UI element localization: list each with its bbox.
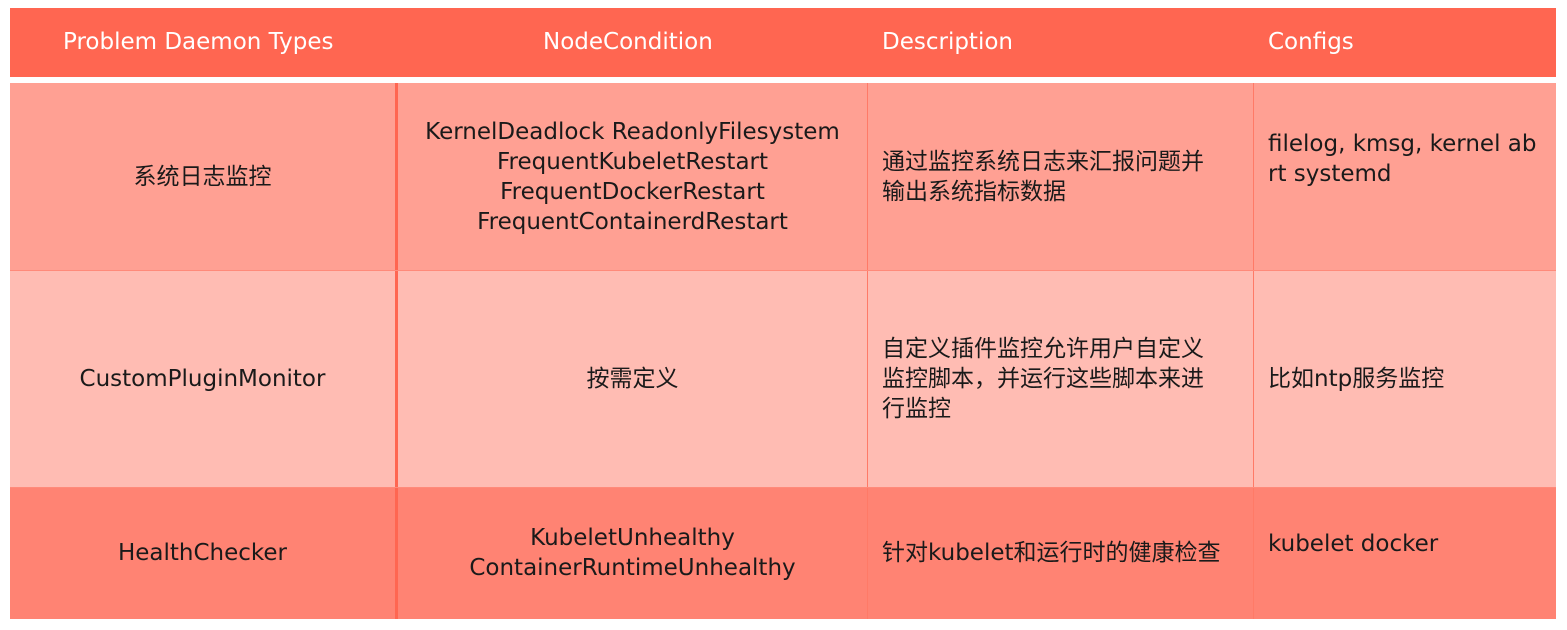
cell-description: 通过监控系统日志来汇报问题并 输出系统指标数据 (867, 83, 1253, 270)
cell-type-text: HealthChecker (117, 540, 288, 566)
cell-configs: 比如ntp服务监控 (1253, 270, 1556, 487)
header-configs: Configs (1268, 29, 1354, 55)
cell-condition-text: 按需定义 (586, 365, 679, 392)
cell-type: HealthChecker (10, 487, 395, 619)
column-divider (867, 83, 868, 619)
problem-daemon-table: Problem Daemon Types NodeCondition Descr… (10, 8, 1556, 619)
cell-description-text: 针对kubelet和运行时的健康检查 (882, 540, 1221, 566)
cell-type-text: 系统日志监控 (133, 163, 272, 190)
cell-condition-text: KubeletUnhealthy ContainerRuntimeUnhealt… (469, 525, 796, 581)
cell-condition: KubeletUnhealthy ContainerRuntimeUnhealt… (398, 487, 867, 619)
cell-configs-text: filelog, kmsg, kernel abrt systemd (1268, 131, 1537, 187)
table-row: CustomPluginMonitor 按需定义 自定义插件监控允许用户自定义 … (10, 270, 1556, 487)
header-problem-daemon-types: Problem Daemon Types (63, 29, 334, 55)
header-node-condition: NodeCondition (543, 29, 713, 55)
cell-configs-text: kubelet docker (1268, 531, 1439, 557)
column-divider (1253, 83, 1254, 619)
row-divider (10, 487, 1556, 488)
table-header: Problem Daemon Types NodeCondition Descr… (10, 8, 1556, 77)
header-description: Description (882, 29, 1013, 55)
cell-type: CustomPluginMonitor (10, 270, 395, 487)
header-separator (10, 77, 1556, 83)
cell-type: 系统日志监控 (10, 83, 395, 270)
table-row: HealthChecker KubeletUnhealthy Container… (10, 487, 1556, 619)
cell-description: 针对kubelet和运行时的健康检查 (867, 487, 1253, 619)
cell-description-text: 通过监控系统日志来汇报问题并 输出系统指标数据 (882, 148, 1204, 205)
cell-type-text: CustomPluginMonitor (79, 365, 326, 392)
cell-description: 自定义插件监控允许用户自定义 监控脚本，并运行这些脚本来进 行监控 (867, 270, 1253, 487)
cell-description-text: 自定义插件监控允许用户自定义 监控脚本，并运行这些脚本来进 行监控 (882, 335, 1204, 422)
cell-configs: filelog, kmsg, kernel abrt systemd (1253, 83, 1556, 270)
cell-condition: KernelDeadlock ReadonlyFilesystem Freque… (398, 83, 867, 270)
cell-condition-text: KernelDeadlock ReadonlyFilesystem Freque… (425, 118, 840, 235)
cell-condition: 按需定义 (398, 270, 867, 487)
row-divider (10, 270, 1556, 271)
cell-configs: kubelet docker (1253, 487, 1556, 619)
cell-configs-text: 比如ntp服务监控 (1268, 365, 1445, 392)
table-row: 系统日志监控 KernelDeadlock ReadonlyFilesystem… (10, 83, 1556, 270)
column-divider-thick (395, 83, 398, 619)
